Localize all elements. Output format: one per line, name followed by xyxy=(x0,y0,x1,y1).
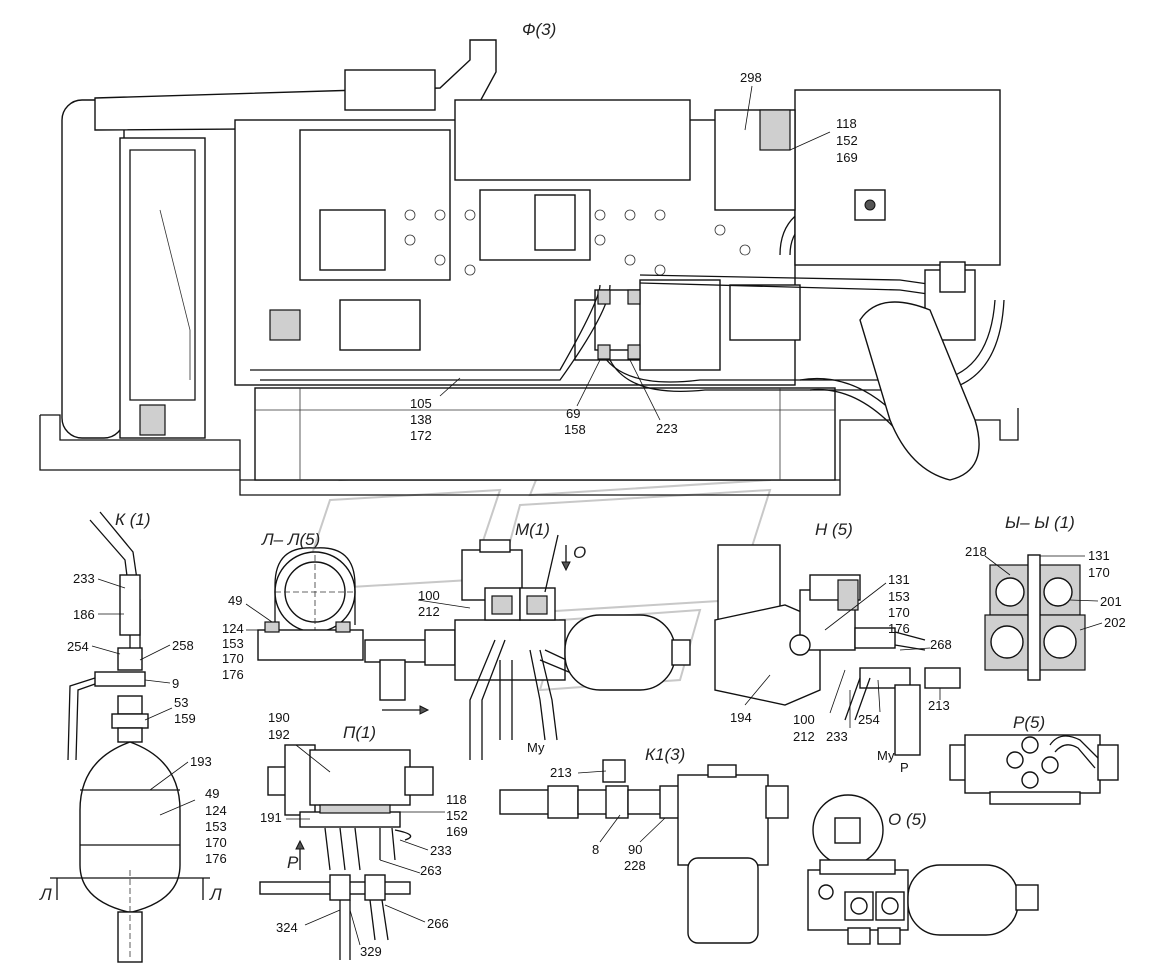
view-n-drawing xyxy=(714,544,961,756)
callout: 176 xyxy=(222,667,244,682)
callout: 49 xyxy=(205,786,219,801)
callout: 8 xyxy=(592,842,599,857)
title-k: К (1) xyxy=(115,510,151,529)
title-ll: Л– Л(5) xyxy=(261,530,320,549)
callout: 202 xyxy=(1104,615,1126,630)
view-m-drawing xyxy=(364,534,691,760)
title-m: М(1) xyxy=(515,520,550,539)
title-f: Ф(3) xyxy=(522,20,556,39)
callout: 170 xyxy=(205,835,227,850)
callout: 176 xyxy=(888,621,910,636)
port-mark-p: Р xyxy=(287,853,299,872)
callout: 298 xyxy=(740,70,762,85)
callout: 233 xyxy=(73,571,95,586)
callout: 152 xyxy=(836,133,858,148)
callout: 329 xyxy=(360,944,382,959)
title-o: О (5) xyxy=(888,810,927,829)
callout: 9 xyxy=(172,676,179,691)
callout: 152 xyxy=(446,808,468,823)
title-n: Н (5) xyxy=(815,520,853,539)
arrow-mark-o: О xyxy=(573,543,586,562)
callout: 170 xyxy=(1088,565,1110,580)
callout: 254 xyxy=(858,712,880,727)
callout: 49 xyxy=(228,593,242,608)
callout: 131 xyxy=(888,572,910,587)
callout: 228 xyxy=(624,858,646,873)
callout: 172 xyxy=(410,428,432,443)
marks: Л Л О Р Му Му Р xyxy=(39,543,909,904)
title-p: П(1) xyxy=(343,723,376,742)
callout: 258 xyxy=(172,638,194,653)
view-ll-drawing xyxy=(245,547,364,661)
callout: 190 xyxy=(268,710,290,725)
callout: 124 xyxy=(222,621,244,636)
callout: 90 xyxy=(628,842,642,857)
callout: 158 xyxy=(564,422,586,437)
view-k1-drawing xyxy=(499,759,789,944)
callout: 254 xyxy=(67,639,89,654)
callout: 153 xyxy=(205,819,227,834)
view-p-drawing xyxy=(259,744,445,960)
callout: 218 xyxy=(965,544,987,559)
callout: 105 xyxy=(410,396,432,411)
view-r-drawing xyxy=(949,734,1119,805)
callout: 263 xyxy=(420,863,442,878)
callout: 213 xyxy=(550,765,572,780)
callout: 266 xyxy=(427,916,449,931)
callout: 124 xyxy=(205,803,227,818)
port-mark-p-2: Р xyxy=(900,760,909,775)
main-callout-leaders xyxy=(439,85,831,421)
callout: 186 xyxy=(73,607,95,622)
callout: 324 xyxy=(276,920,298,935)
callout: 100 xyxy=(418,588,440,603)
view-o-drawing xyxy=(807,794,1039,945)
callout: 201 xyxy=(1100,594,1122,609)
callout: 53 xyxy=(174,695,188,710)
callout: 176 xyxy=(205,851,227,866)
callout: 223 xyxy=(656,421,678,436)
callout: 233 xyxy=(430,843,452,858)
callout: 100 xyxy=(793,712,815,727)
callout: 153 xyxy=(222,636,244,651)
title-yy: Ы– Ы (1) xyxy=(1005,513,1075,532)
callout: 191 xyxy=(260,810,282,825)
callout: 138 xyxy=(410,412,432,427)
callout: 159 xyxy=(174,711,196,726)
callout-numbers: 105 138 172 69 158 223 298 118 152 169 2… xyxy=(67,70,1126,959)
callout: 118 xyxy=(836,116,857,131)
view-yy-drawing xyxy=(984,554,1103,681)
callout: 213 xyxy=(928,698,950,713)
callout: 233 xyxy=(826,729,848,744)
callout: 212 xyxy=(418,604,440,619)
section-mark-right: Л xyxy=(209,885,222,904)
callout: 131 xyxy=(1088,548,1110,563)
callout: 170 xyxy=(222,651,244,666)
callout: 193 xyxy=(190,754,212,769)
engine-assembly-drawing xyxy=(39,39,1019,496)
callout: 212 xyxy=(793,729,815,744)
callout: 194 xyxy=(730,710,752,725)
view-k-drawing xyxy=(50,511,210,963)
callout: 153 xyxy=(888,589,910,604)
callout: 69 xyxy=(566,406,580,421)
port-mark-my-2: Му xyxy=(877,748,895,763)
section-mark-left: Л xyxy=(39,885,52,904)
callout: 192 xyxy=(268,727,290,742)
callout: 170 xyxy=(888,605,910,620)
callout: 169 xyxy=(836,150,858,165)
callout: 268 xyxy=(930,637,952,652)
title-k1: К1(3) xyxy=(645,745,685,764)
title-r: Р(5) xyxy=(1013,713,1045,732)
callout: 169 xyxy=(446,824,468,839)
view-titles: Ф(3) К (1) Л– Л(5) М(1) Н (5) Ы– Ы (1) П… xyxy=(115,20,1075,829)
port-mark-my: Му xyxy=(527,740,545,755)
callout: 118 xyxy=(446,792,467,807)
